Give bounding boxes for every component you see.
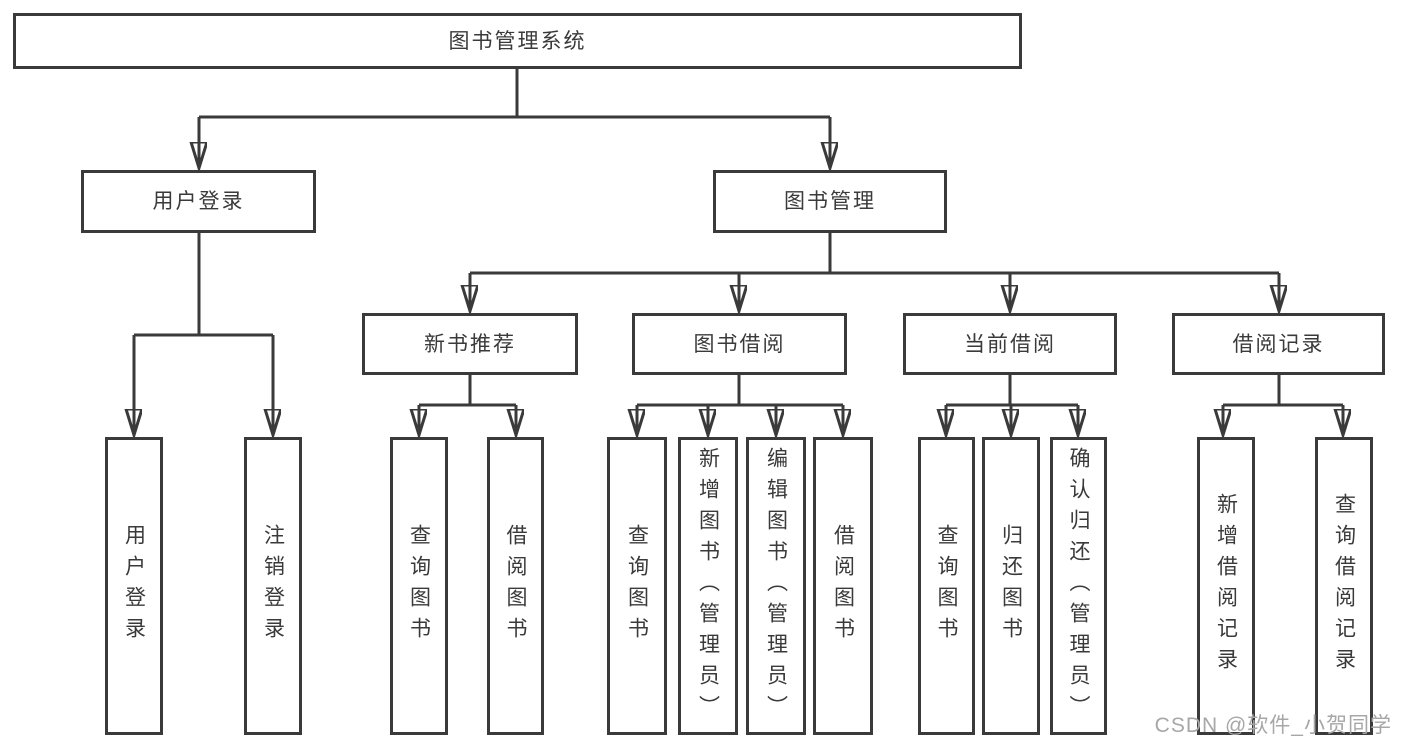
diagram-node-book-management: 图书管理 (713, 170, 947, 233)
diagram-node-root: 图书管理系统 (13, 13, 1022, 69)
diagram-node-leaf-query-books-3: 查询图书 (918, 437, 975, 735)
node-label: 查询图书 (935, 524, 958, 648)
diagram-node-leaf-query-books-1: 查询图书 (390, 437, 448, 735)
diagram-node-leaf-borrow-books-1: 借阅图书 (487, 437, 544, 735)
diagram-node-new-book-recommend: 新书推荐 (362, 313, 578, 375)
diagram-node-leaf-query-books-2: 查询图书 (607, 437, 667, 735)
node-label: 借阅记录 (1232, 332, 1325, 356)
diagram-node-leaf-borrow-books-2: 借阅图书 (813, 437, 873, 735)
diagram-node-leaf-return-book: 归还图书 (982, 437, 1040, 735)
node-label: 用户登录 (152, 190, 245, 213)
node-label: 图书借阅 (693, 332, 786, 356)
node-label: 查询图书 (625, 524, 649, 648)
node-label: 新增图书（管理员） (696, 446, 720, 726)
diagram-node-leaf-confirm-return-admin: 确认归还（管理员） (1050, 437, 1107, 735)
node-label: 确认归还（管理员） (1067, 446, 1090, 726)
node-label: 归还图书 (999, 524, 1023, 648)
csdn-watermark: CSDN @软件_小贺同学 (1154, 714, 1392, 737)
node-label: 查询借阅记录 (1332, 493, 1356, 679)
diagram-node-borrow-record: 借阅记录 (1172, 313, 1385, 375)
node-label: 新增借阅记录 (1214, 493, 1238, 679)
diagram-node-current-borrow: 当前借阅 (903, 313, 1117, 375)
node-label: 图书管理系统 (448, 29, 587, 53)
diagram-node-leaf-user-login: 用户登录 (105, 437, 163, 735)
node-label: 新书推荐 (424, 332, 516, 356)
node-label: 当前借阅 (964, 332, 1056, 356)
diagram-node-book-borrow: 图书借阅 (632, 313, 847, 375)
node-label: 借阅图书 (504, 524, 527, 648)
diagram-node-leaf-logout: 注销登录 (244, 437, 302, 735)
diagram-node-user-login: 用户登录 (81, 170, 316, 233)
node-label: 图书管理 (784, 190, 876, 213)
diagram-node-leaf-add-book-admin: 新增图书（管理员） (678, 437, 738, 735)
diagram-node-leaf-add-borrow-record: 新增借阅记录 (1197, 437, 1255, 735)
node-label: 查询图书 (407, 524, 431, 648)
diagram-node-leaf-edit-book-admin: 编辑图书（管理员） (746, 437, 806, 735)
node-label: 编辑图书（管理员） (764, 446, 788, 726)
node-label: 用户登录 (122, 524, 146, 648)
node-label: 借阅图书 (831, 524, 855, 648)
diagram-node-leaf-query-borrow-record: 查询借阅记录 (1315, 437, 1373, 735)
node-label: 注销登录 (261, 524, 285, 648)
